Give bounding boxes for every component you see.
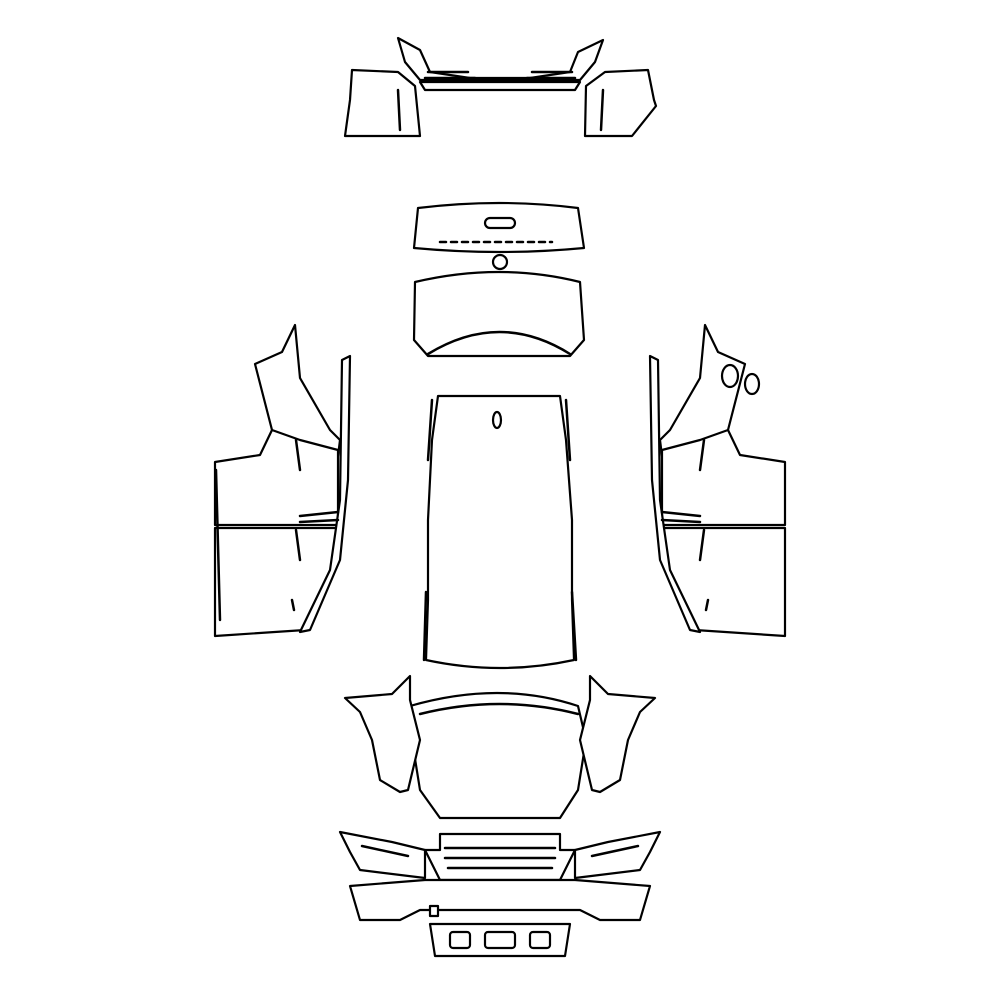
lower-vent-left bbox=[448, 930, 472, 950]
rear-window-inner-line bbox=[426, 330, 572, 356]
roof-right-rail bbox=[564, 398, 578, 662]
rear-bumper-right-detail bbox=[599, 88, 605, 132]
right-pillar-strip bbox=[648, 354, 702, 634]
rear-bumper-group bbox=[343, 36, 658, 138]
left-fender bbox=[343, 674, 422, 794]
right-fender bbox=[578, 674, 657, 794]
right-charge-port-cutout bbox=[743, 372, 761, 396]
front-bumper-main bbox=[348, 878, 652, 922]
hood-group bbox=[343, 674, 657, 820]
lower-vent-center bbox=[483, 930, 517, 950]
right-door-edge bbox=[698, 438, 710, 612]
left-rear-door bbox=[213, 428, 340, 527]
left-handle-trim bbox=[298, 510, 340, 524]
right-side-group bbox=[648, 323, 787, 638]
roof-antenna-cutout bbox=[491, 410, 503, 430]
front-bumper-group bbox=[338, 830, 662, 958]
roof-left-rail bbox=[422, 398, 434, 662]
right-handle-trim bbox=[660, 510, 702, 524]
roof-panel bbox=[424, 394, 576, 670]
right-fuel-cap-cutout bbox=[720, 363, 740, 389]
rear-bumper-left-corner bbox=[343, 68, 422, 138]
rear-bumper-right-corner bbox=[583, 68, 658, 138]
right-rear-door bbox=[660, 428, 787, 527]
lower-vent-right bbox=[528, 930, 552, 950]
left-side-group bbox=[213, 323, 352, 638]
rear-window-trim bbox=[412, 270, 586, 358]
hood bbox=[408, 691, 588, 820]
left-headlight-detail bbox=[360, 844, 410, 858]
left-door-edge bbox=[214, 438, 302, 622]
trunk-handle-cutout bbox=[483, 216, 517, 230]
trunk-emblem bbox=[491, 253, 509, 271]
tow-hook-cover bbox=[428, 904, 440, 918]
rear-bumper-left-detail bbox=[396, 88, 402, 132]
right-headlight bbox=[573, 830, 662, 880]
grille-slats bbox=[443, 846, 557, 870]
hood-front-edge bbox=[418, 702, 580, 716]
rear-bumper-center bbox=[396, 36, 605, 82]
left-front-door bbox=[213, 526, 340, 638]
rear-bumper-lower-strip bbox=[418, 80, 582, 92]
right-front-door bbox=[660, 526, 787, 638]
rear-bumper-center-trim bbox=[423, 70, 577, 80]
roof-group bbox=[422, 394, 578, 670]
left-pillar-strip bbox=[298, 354, 352, 634]
right-headlight-detail bbox=[590, 844, 640, 858]
left-headlight bbox=[338, 830, 427, 880]
trunk-group bbox=[412, 201, 586, 358]
